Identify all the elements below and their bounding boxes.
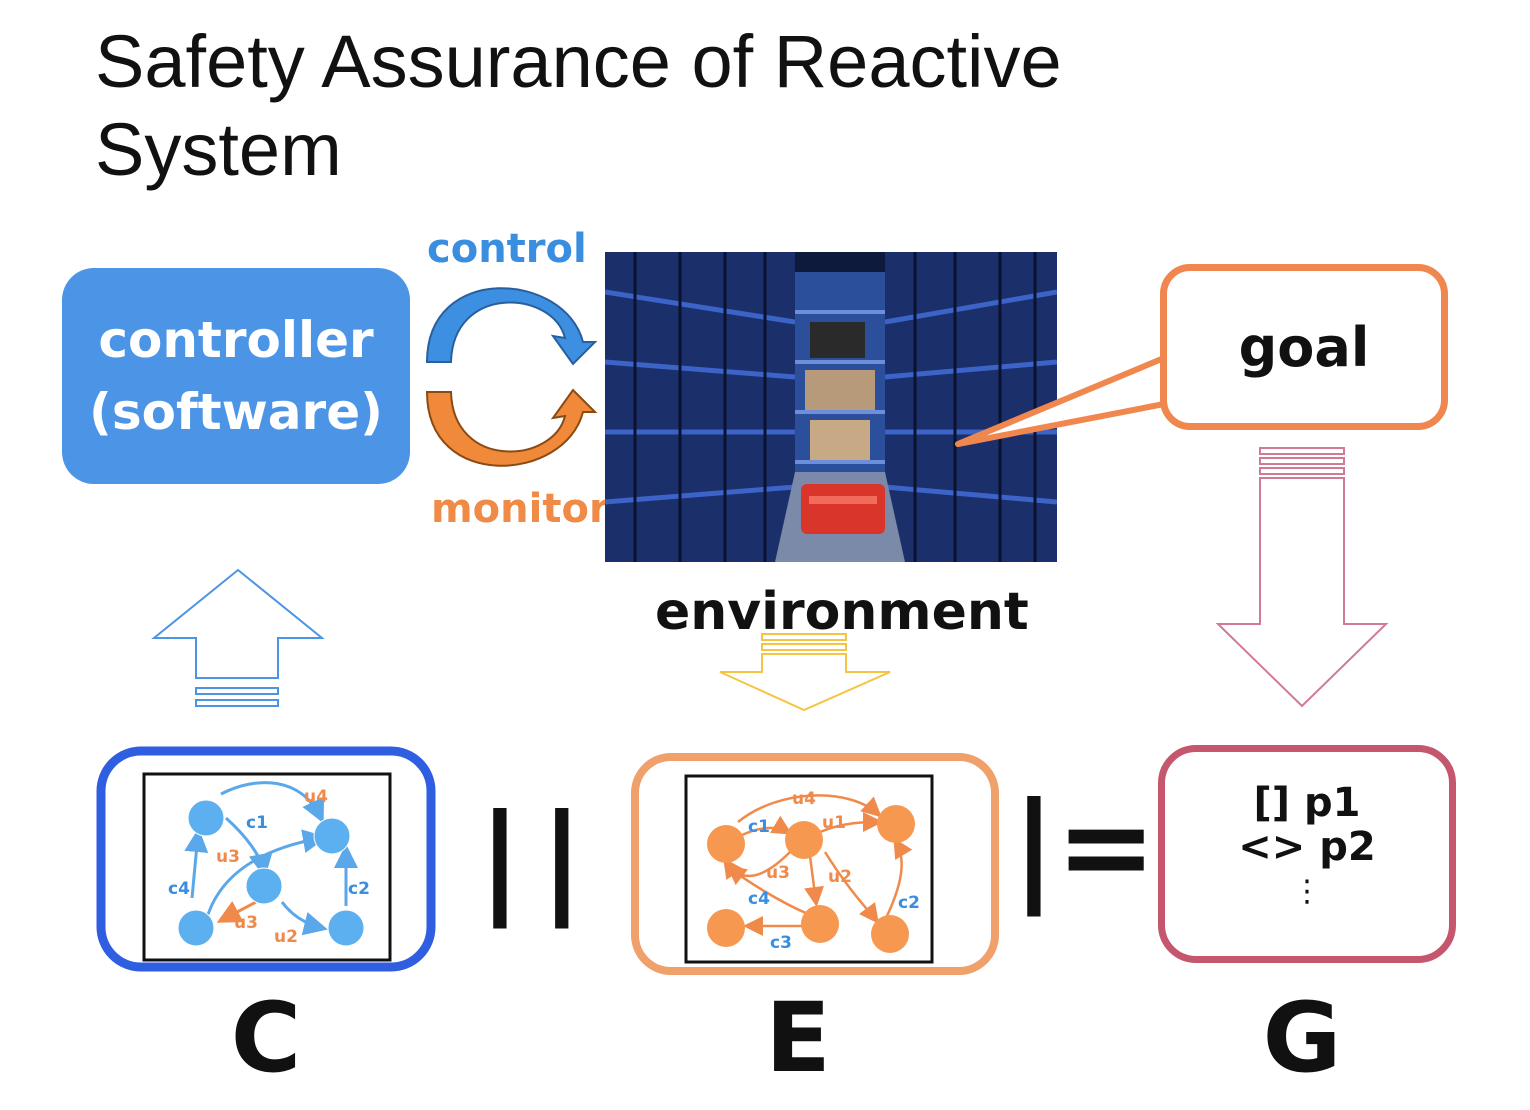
spec-eventually-p2: <> p2	[1238, 824, 1376, 870]
letter-e: E	[765, 982, 831, 1094]
goal-down-arrow	[1215, 447, 1389, 708]
e-label-u1: u1	[822, 813, 846, 833]
parallel-operator: ||	[478, 790, 602, 929]
control-monitor-cycle: control monitor	[425, 226, 605, 532]
goal-callout-pointer	[955, 355, 1167, 447]
monitor-arrow	[425, 388, 598, 467]
c-label-u2: u2	[274, 927, 298, 947]
c-label-u3a: u3	[216, 847, 240, 867]
spec-always-p1: [] p1	[1253, 780, 1361, 826]
title-line-2: System	[95, 108, 342, 191]
controller-box: controller (software)	[62, 268, 410, 484]
c-label-c1: c1	[246, 813, 268, 833]
e-label-c3: c3	[770, 933, 792, 953]
e-label-u2: u2	[828, 867, 852, 887]
letter-c: C	[230, 982, 302, 1094]
spec-box: [] p1 <> p2 ⋮	[1158, 745, 1456, 963]
control-label: control	[427, 226, 587, 272]
e-label-c4: c4	[748, 889, 770, 909]
c-label-c2: c2	[348, 879, 370, 899]
controller-sublabel: (software)	[89, 383, 383, 441]
satisfies-operator: |=	[1012, 778, 1157, 917]
letter-g: G	[1262, 982, 1342, 1094]
goal-label: goal	[1238, 315, 1370, 379]
slide-title: Safety Assurance of Reactive System	[95, 18, 1395, 194]
e-label-c1: c1	[748, 817, 770, 837]
e-label-c2: c2	[898, 893, 920, 913]
monitor-label: monitor	[431, 486, 605, 532]
environment-down-arrow	[719, 633, 891, 712]
control-arrow	[425, 287, 598, 366]
environment-automaton-box: u4 c1 u1 u3 u2 c4 c2 c3	[631, 753, 999, 975]
c-label-c4: c4	[168, 879, 190, 899]
robot	[801, 484, 885, 534]
goal-box: goal	[1160, 264, 1448, 430]
environment-label: environment	[655, 582, 1029, 642]
controller-automaton-box: u4 c1 u3 c4 c2 u3 u2	[96, 746, 436, 972]
controller-label: controller	[98, 311, 374, 369]
c-label-u4: u4	[304, 787, 328, 807]
e-label-u3: u3	[766, 863, 790, 883]
e-label-u4: u4	[792, 789, 816, 809]
title-line-1: Safety Assurance of Reactive	[95, 20, 1062, 103]
c-label-u3b: u3	[234, 913, 258, 933]
environment-photo	[605, 252, 1057, 562]
spec-ellipsis: ⋮	[1292, 874, 1322, 909]
synthesis-up-arrow	[151, 568, 325, 707]
